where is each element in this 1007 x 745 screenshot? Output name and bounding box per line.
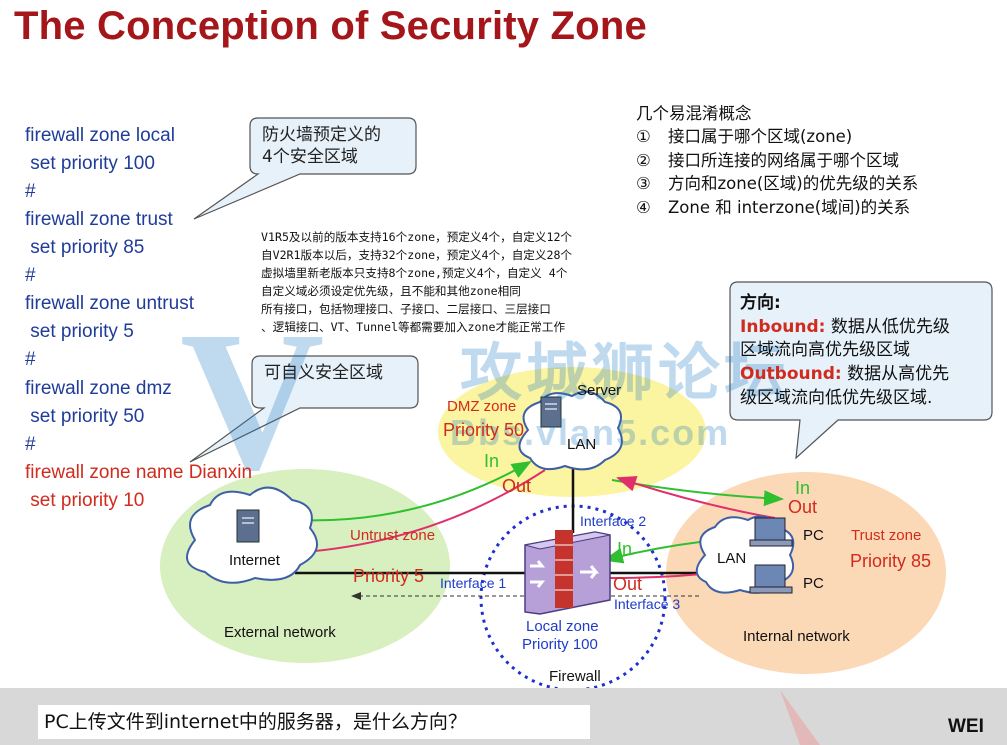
config-line-custom: firewall zone name Dianxin xyxy=(25,462,253,483)
callout-predefined-text: 防火墙预定义的 4个安全区域 xyxy=(262,124,381,168)
interface1-label: Interface 1 xyxy=(440,575,507,591)
version-note-line: V1R5及以前的版本支持16个zone，预定义4个，自定义12个 xyxy=(261,230,573,244)
config-line: # xyxy=(25,434,36,455)
version-note-line: 自V2R1版本以后，支持32个zone，预定义4个，自定义28个 xyxy=(261,248,573,263)
version-note-line: 所有接口，包括物理接口、子接口、二层接口、三层接口 xyxy=(261,302,551,317)
in-trust-top-label: In xyxy=(795,478,811,498)
pc1-label: PC xyxy=(803,527,824,544)
config-line: set priority 100 xyxy=(25,153,155,174)
firewall-icon xyxy=(524,530,611,615)
config-line: firewall zone local xyxy=(25,125,175,146)
config-line: set priority 5 xyxy=(25,321,134,342)
in-dmz-label: In xyxy=(484,451,500,471)
page-title: The Conception of Security Zone xyxy=(14,4,647,48)
dmz-zone-label: DMZ zone xyxy=(447,398,517,415)
internet-server-icon xyxy=(236,509,260,543)
watermark-logo-icon: V xyxy=(180,291,325,512)
pc1-icon xyxy=(749,517,793,547)
out-trust-top-label: Out xyxy=(788,497,818,517)
outbound-line-2: 级区域流向低优先级区域. xyxy=(740,387,933,408)
trust-priority-label: Priority 85 xyxy=(850,551,932,571)
inbound-line-2: 区域流向高优先级区域 xyxy=(740,340,910,361)
watermark-main: 攻城狮论坛 xyxy=(460,336,791,409)
pc2-icon xyxy=(749,564,793,594)
internal-network-label: Internal network xyxy=(743,628,850,645)
dmz-lan-label: LAN xyxy=(567,436,597,453)
dmz-priority-label: Priority 50 xyxy=(443,420,525,440)
config-line-custom: set priority 10 xyxy=(25,490,145,511)
callout-custom-text: 可自义安全区域 xyxy=(264,363,383,383)
config-line: # xyxy=(25,181,36,202)
config-line: firewall zone dmz xyxy=(25,378,172,399)
firewall-label: Firewall xyxy=(549,668,601,685)
interface3-label: Interface 3 xyxy=(614,596,681,612)
arrow-out-trust-to-dmz xyxy=(616,476,776,519)
local-priority-label: Priority 100 xyxy=(522,636,598,653)
callout-predefined-line: 防火墙预定义的 xyxy=(262,125,381,145)
concepts-title: 几个易混淆概念 xyxy=(636,104,752,123)
inbound-line: Inbound: 数据从低优先级 xyxy=(740,316,950,337)
direction-heading: 方向: xyxy=(740,293,781,313)
internet-label: Internet xyxy=(229,552,280,569)
callout-predefined-bubble xyxy=(193,117,417,220)
out-trust-label: Out xyxy=(613,574,643,594)
config-line: # xyxy=(25,349,36,370)
footer-accent xyxy=(780,690,820,745)
trust-zone-label: Trust zone xyxy=(851,527,922,544)
direction-box: 方向: Inbound: 数据从低优先级 区域流向高优先级区域 Outbound… xyxy=(740,292,950,411)
config-line: set priority 50 xyxy=(25,406,145,427)
server-label: Server xyxy=(577,382,622,399)
watermark-sub: Bbs.vlan5.com xyxy=(450,412,731,453)
question-text: PC上传文件到internet中的服务器，是什么方向？ xyxy=(38,705,590,739)
version-notes: V1R5及以前的版本支持16个zone，预定义4个，自定义12个 自V2R1版本… xyxy=(261,228,572,337)
outbound-line: Outbound: 数据从高优先 xyxy=(740,364,950,385)
direction-bubble xyxy=(729,281,993,460)
interface2-label: Interface 2 xyxy=(580,513,647,529)
arrow-out-dmz-to-untrust xyxy=(288,469,546,560)
local-zone-label: Local zone xyxy=(526,618,599,635)
callout-predefined-line: 4个安全区域 xyxy=(262,147,358,167)
out-dmz-label: Out xyxy=(502,476,532,496)
in-trust-label: In xyxy=(617,539,633,559)
internal-lan-label: LAN xyxy=(717,550,747,567)
version-note-line: 自定义域必须设定优先级，且不能和其他zone相同 xyxy=(261,284,521,299)
untrust-priority-label: Priority 5 xyxy=(353,566,425,586)
untrust-zone-label: Untrust zone xyxy=(350,527,436,544)
callout-custom-bubble xyxy=(189,355,419,463)
arrow-in-untrust-to-dmz xyxy=(294,461,532,522)
config-line: firewall zone trust xyxy=(25,209,173,230)
config-line: firewall zone untrust xyxy=(25,293,194,314)
brand-logo: WEI xyxy=(948,716,984,737)
config-line: # xyxy=(25,265,36,286)
config-line: set priority 85 xyxy=(25,237,145,258)
version-note-line: 、逻辑接口、VT、Tunnel等都需要加入zone才能正常工作 xyxy=(261,320,566,335)
version-note-line: 虚拟墙里新老版本只支持8个zone,预定义4个，自定义 4个 xyxy=(261,266,568,281)
external-network-label: External network xyxy=(224,624,336,641)
dmz-server-icon xyxy=(540,396,562,428)
pc2-label: PC xyxy=(803,575,824,592)
